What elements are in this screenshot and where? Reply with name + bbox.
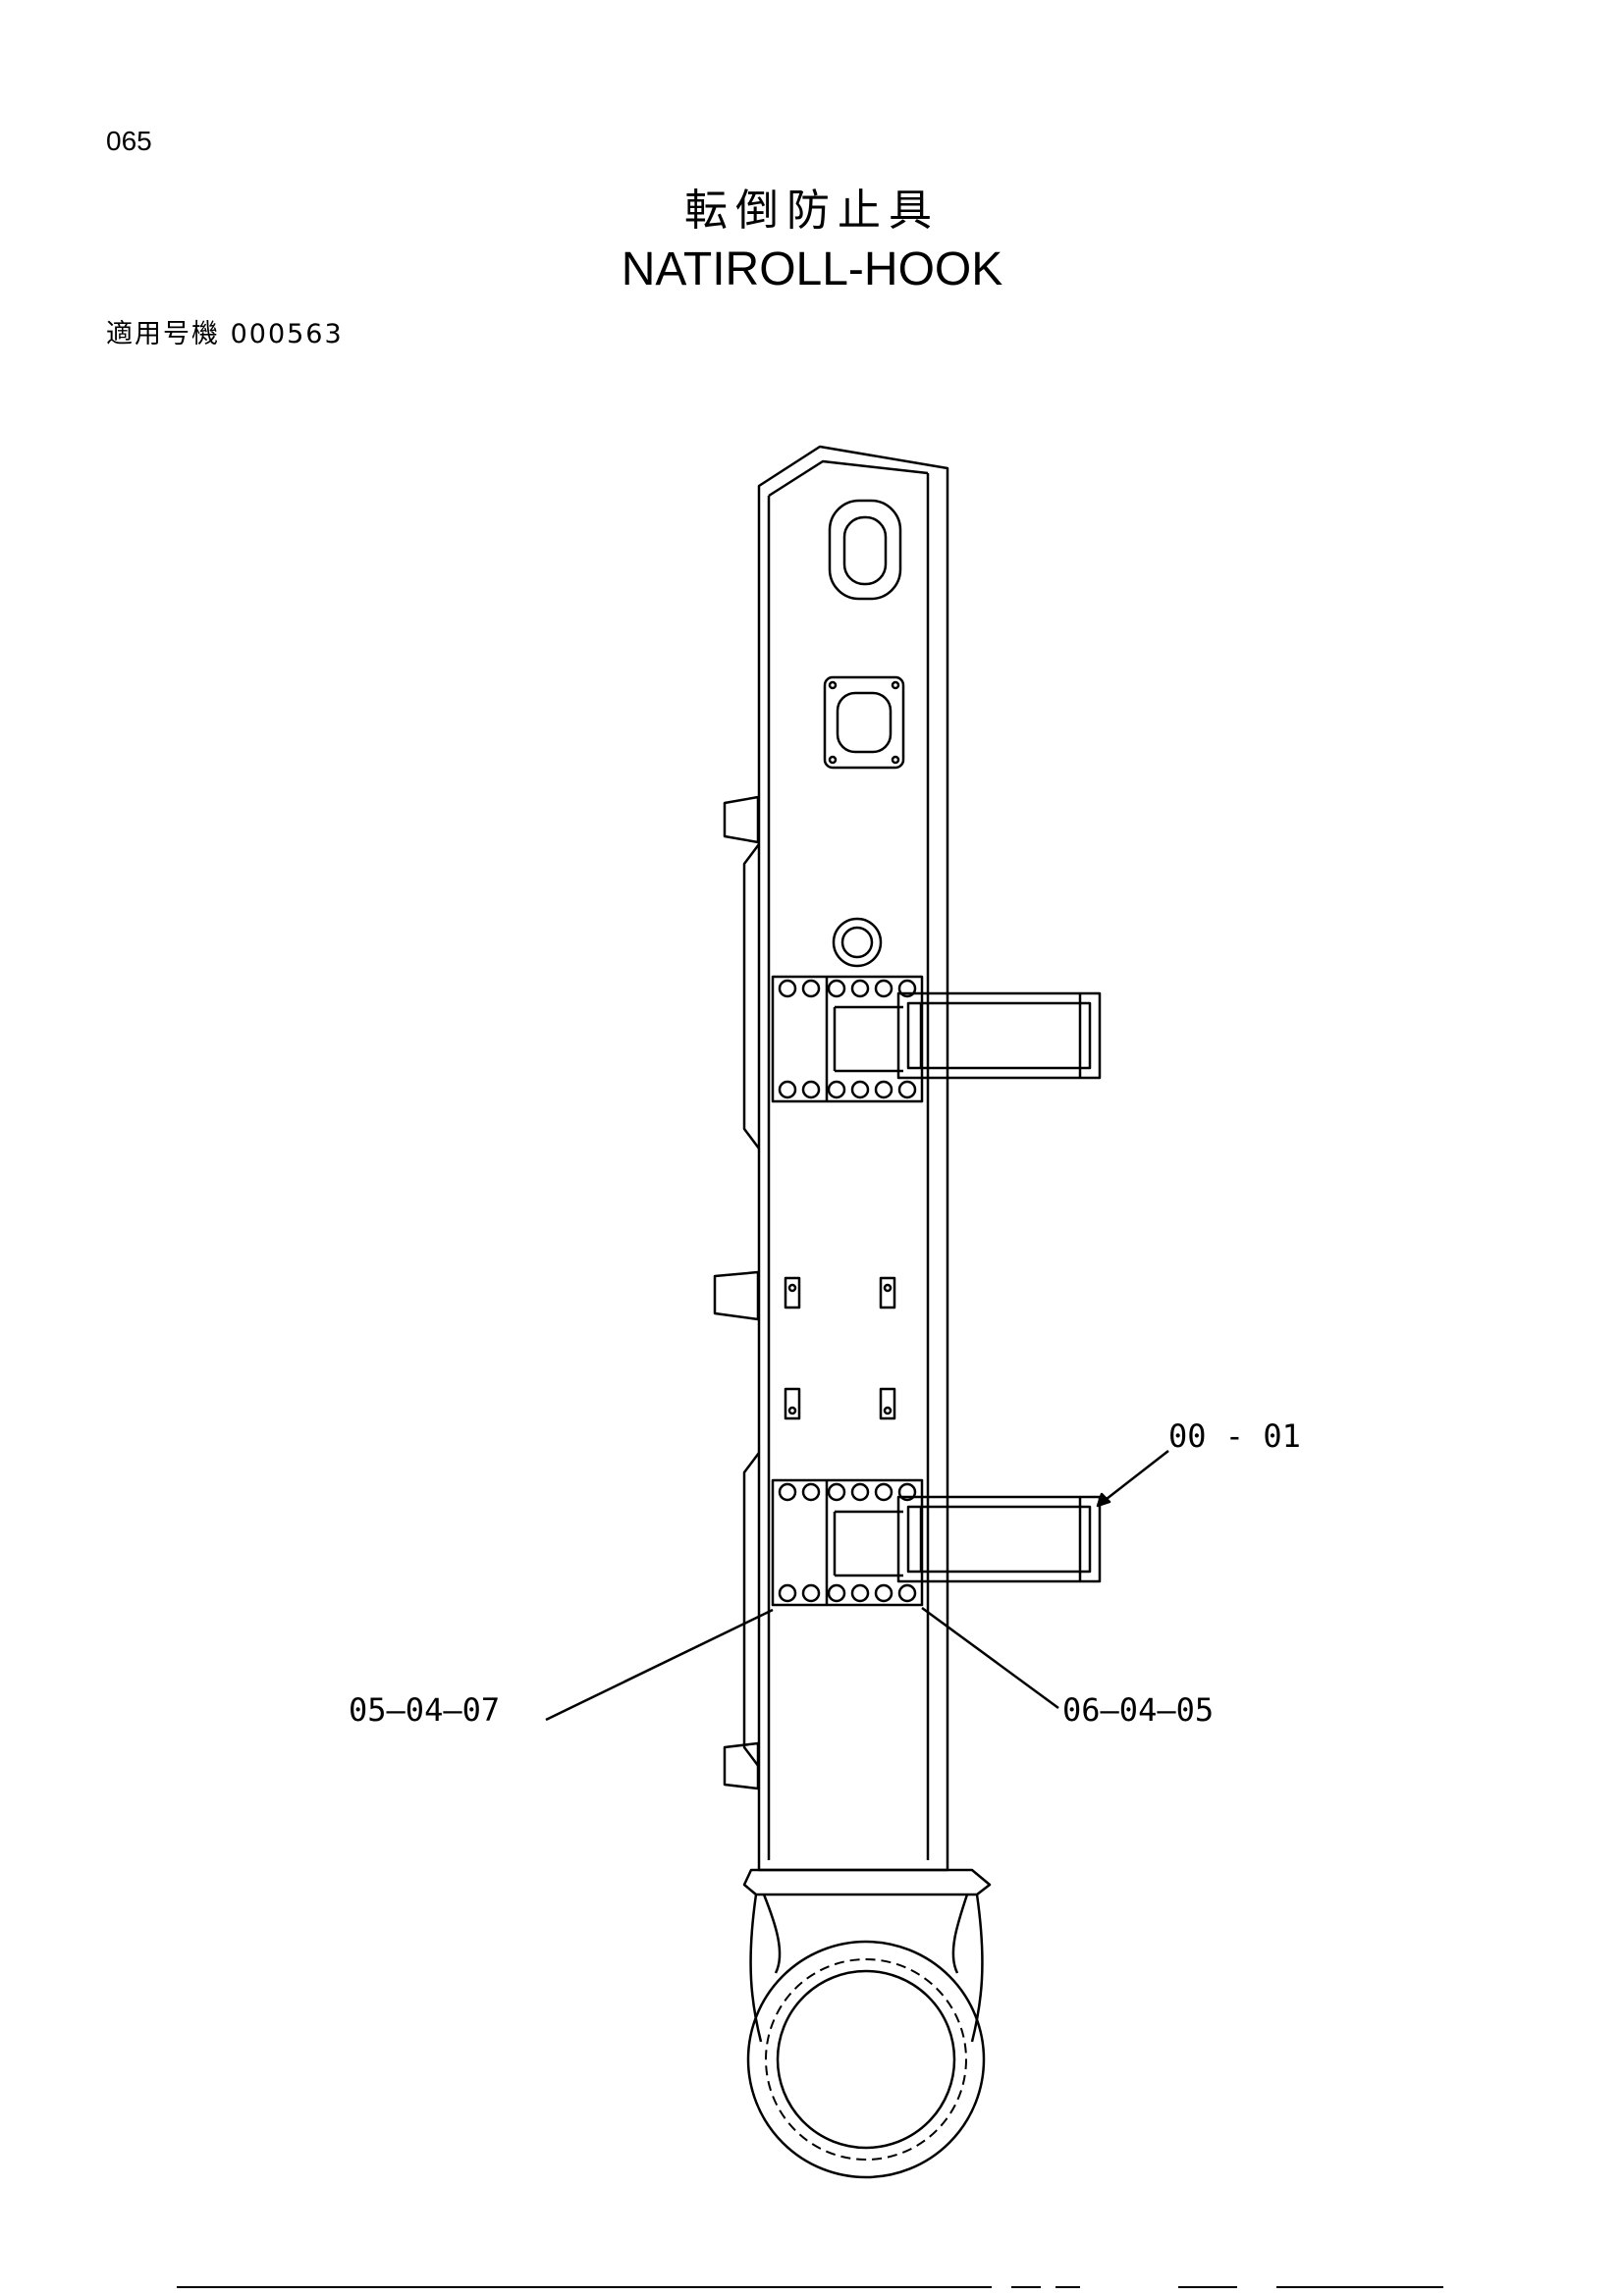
applicability-line: 適用号機 000563 xyxy=(106,312,344,350)
leader-arrow-00-01 xyxy=(1096,1492,1111,1508)
callout-00-01: 00 - 01 xyxy=(1168,1417,1301,1455)
title-block: 転倒防止具 NATIROLL-HOOK xyxy=(0,182,1624,299)
applicability-serial: 000563 xyxy=(230,319,344,349)
square-plate-opening xyxy=(823,675,905,770)
lower-bolt-row-bottom xyxy=(778,1583,917,1603)
lower-hook-assembly xyxy=(771,1478,1102,1607)
side-bracket-2 xyxy=(713,1270,760,1321)
boom-outline xyxy=(757,445,949,1872)
upper-bolt-row-bottom xyxy=(778,1080,917,1099)
callout-05-04-07: 05—04—07 xyxy=(349,1691,500,1729)
side-bracket-3 xyxy=(723,1741,760,1790)
boom-left-step xyxy=(742,843,760,1149)
leader-line-05-04-07 xyxy=(545,1608,774,1722)
upper-hook-assembly xyxy=(771,975,1102,1103)
page-number: 065 xyxy=(106,126,152,156)
upper-bolt-row-top xyxy=(778,979,917,998)
slot-row-lower xyxy=(784,1387,896,1420)
leader-line-00-01 xyxy=(1097,1450,1169,1507)
applicability-label: 適用号機 xyxy=(106,319,220,349)
slot-row-upper xyxy=(784,1276,896,1309)
title-japanese: 転倒防止具 xyxy=(684,186,940,236)
callout-06-04-05: 06—04—05 xyxy=(1062,1691,1214,1729)
side-bracket-1 xyxy=(723,795,760,844)
oval-opening-upper xyxy=(828,499,902,601)
lower-bolt-row-top xyxy=(778,1482,917,1502)
round-port xyxy=(832,917,883,968)
title-english: NATIROLL-HOOK xyxy=(621,243,1003,295)
boom-top-inner xyxy=(768,459,929,498)
leader-line-06-04-05 xyxy=(921,1606,1059,1710)
boom-left-step-lower xyxy=(742,1452,760,1768)
boom-foot xyxy=(742,1868,992,2179)
